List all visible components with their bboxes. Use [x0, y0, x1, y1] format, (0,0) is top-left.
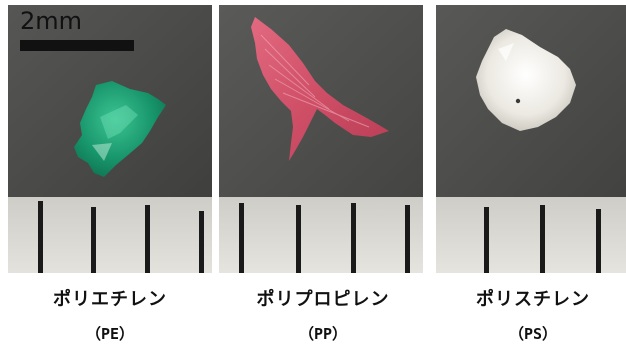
material-name-ps: ポリスチレン	[476, 289, 590, 310]
scale-bar	[20, 40, 134, 51]
photo-panel-pp	[219, 5, 423, 273]
ruler	[219, 197, 423, 273]
scale-bar-label: 2mm	[20, 7, 83, 35]
pe-photo	[8, 5, 212, 273]
ps-photo	[436, 5, 626, 273]
pp-photo	[219, 5, 423, 273]
caption-pe: ポリエチレン （PE）	[5, 286, 215, 344]
polypropylene-fragment	[251, 17, 389, 161]
polyethylene-fragment	[74, 81, 166, 177]
photo-panel-ps	[436, 5, 626, 273]
material-abbr-pp: （PP）	[298, 325, 348, 343]
ruler	[436, 197, 626, 273]
caption-pp: ポリプロピレン （PP）	[218, 286, 428, 344]
fragment-highlight	[100, 105, 138, 139]
ruler-ticks	[38, 201, 204, 273]
material-name-pp: ポリプロピレン	[256, 289, 390, 310]
fragment-glare	[498, 43, 514, 61]
ruler-ticks	[239, 203, 410, 273]
material-name-pe: ポリエチレン	[53, 289, 167, 310]
caption-ps: ポリスチレン （PS）	[428, 286, 626, 344]
fragment-speck	[515, 98, 521, 104]
ruler-ticks	[484, 205, 601, 273]
fragment-glare	[92, 143, 112, 161]
material-abbr-pe: （PE）	[85, 325, 135, 343]
photo-panel-pe: 2mm	[8, 5, 212, 273]
polystyrene-fragment	[476, 29, 576, 131]
material-abbr-ps: （PS）	[508, 325, 558, 343]
fragment-striations	[260, 34, 370, 128]
